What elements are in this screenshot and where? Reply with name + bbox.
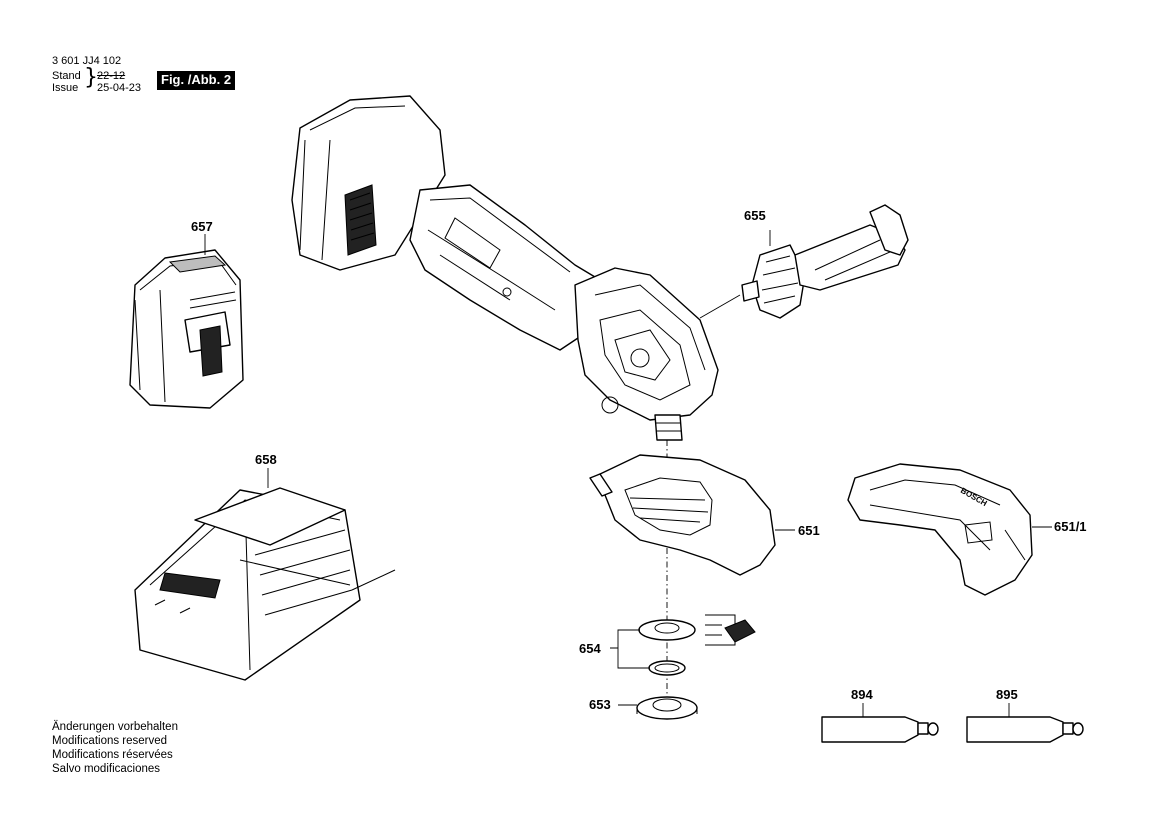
part-label-653: 653	[589, 697, 611, 712]
grease-tube-894	[821, 716, 939, 743]
battery-terminal	[199, 325, 223, 377]
clamping-nut	[636, 696, 698, 720]
part-label-894: 894	[851, 687, 873, 702]
part-label-654: 654	[579, 641, 601, 656]
part-label-657: 657	[191, 219, 213, 234]
notes-block: Änderungen vorbehalten Modifications res…	[52, 720, 178, 776]
issue-value: 25-04-23	[97, 82, 142, 94]
document-number: 3 601 JJ4 102	[52, 55, 122, 67]
grinder-battery-vent	[344, 184, 377, 256]
grinder-gear-head	[574, 267, 719, 421]
note-en: Modifications reserved	[52, 735, 168, 747]
flange-cross-section	[705, 614, 756, 646]
handle-thread	[741, 280, 760, 302]
grinder-switch	[444, 217, 501, 269]
leader-654	[610, 629, 650, 669]
auxiliary-handle	[741, 204, 909, 319]
battery-pack	[129, 249, 244, 409]
stand-value: 22-12	[97, 70, 126, 82]
leader-655	[699, 294, 741, 319]
mounting-flange	[638, 619, 696, 676]
brace-glyph: }	[84, 65, 98, 90]
grease-tube-895	[966, 716, 1084, 743]
figure-label: Fig. /Abb. 2	[157, 71, 236, 90]
part-label-651-1: 651/1	[1054, 519, 1087, 534]
part-label-895: 895	[996, 687, 1018, 702]
grinder-housing	[409, 184, 601, 351]
charger-led-bar	[159, 572, 221, 599]
part-label-655: 655	[744, 208, 766, 223]
cutting-guard: BOSCH	[847, 463, 1033, 596]
note-fr: Modifications réservées	[52, 749, 173, 761]
charger-cable	[351, 569, 396, 591]
note-de: Änderungen vorbehalten	[52, 721, 178, 733]
note-es: Salvo modificaciones	[52, 763, 161, 775]
part-label-651: 651	[798, 523, 820, 538]
o-ring	[648, 660, 686, 676]
angle-grinder	[291, 95, 719, 441]
part-label-658: 658	[255, 452, 277, 467]
grinder-spindle	[654, 414, 683, 441]
stand-label: Stand	[52, 70, 81, 82]
battery-charger	[134, 487, 396, 681]
wheel-guard	[589, 454, 776, 576]
issue-label: Issue	[52, 82, 79, 94]
